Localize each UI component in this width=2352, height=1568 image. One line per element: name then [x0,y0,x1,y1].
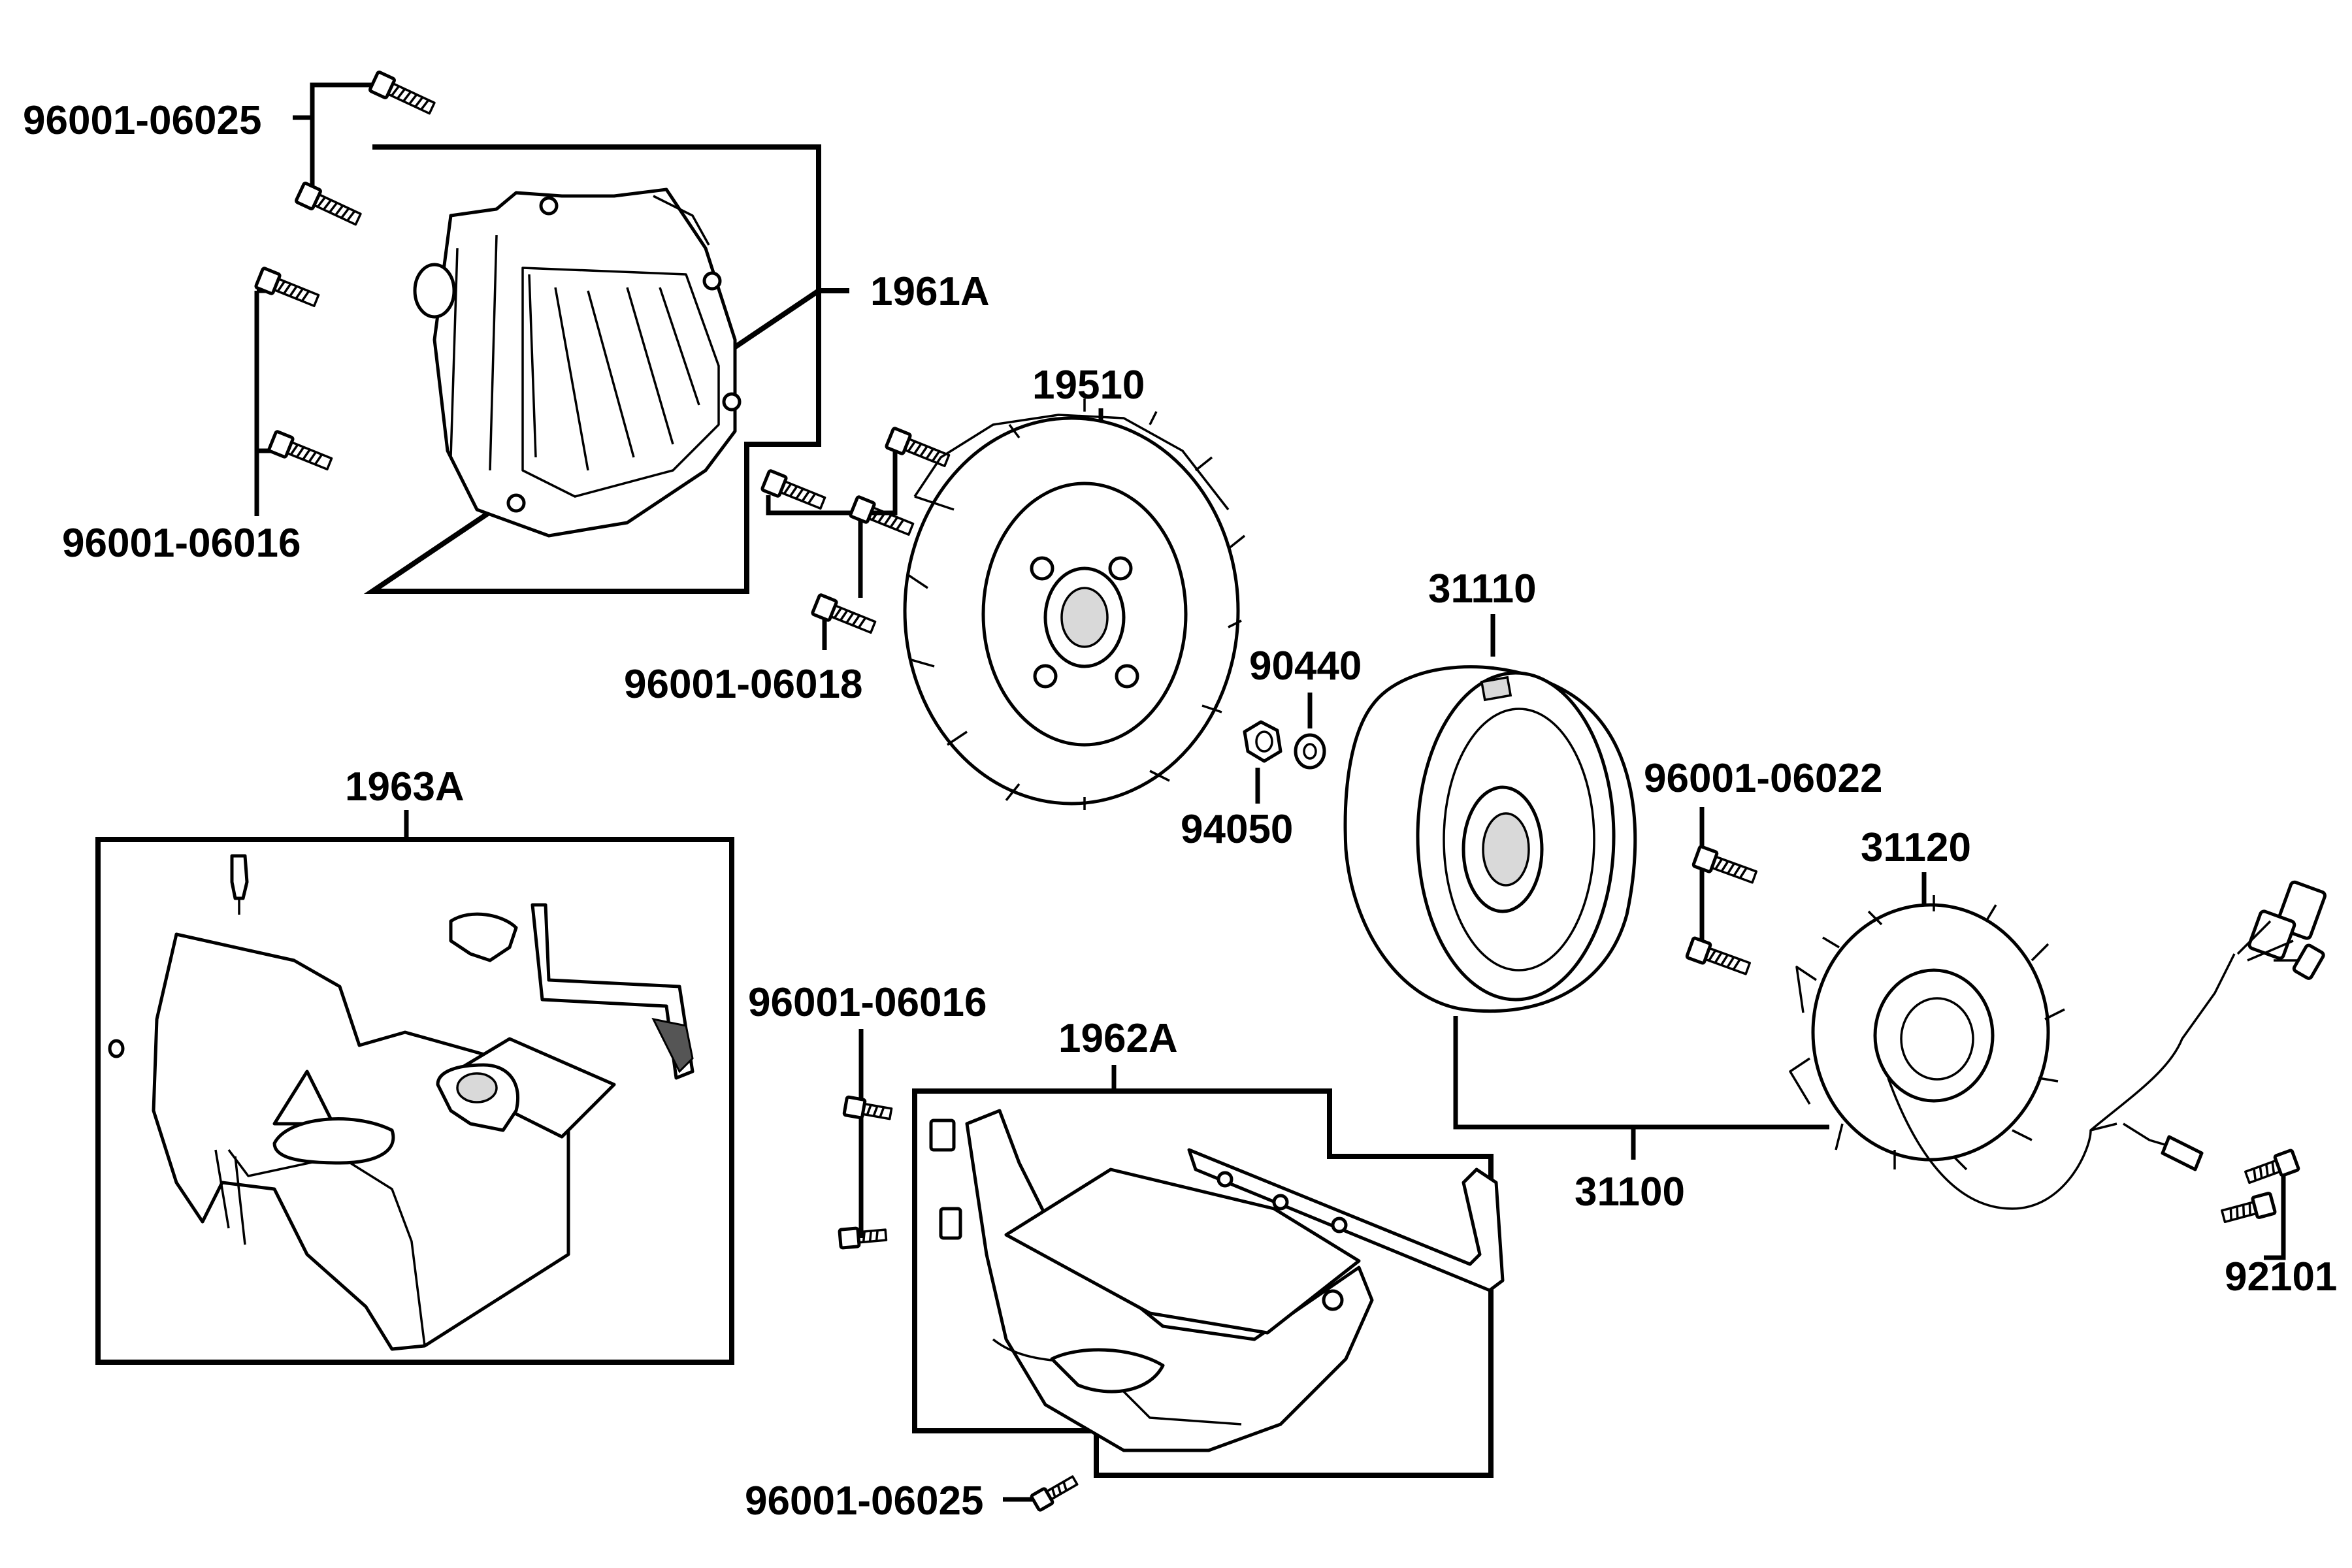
bolt-06018-3 [849,495,915,536]
shroud-1963A [108,854,694,1351]
bolt-06016-mid-2 [838,1226,888,1250]
label-90440: 90440 [1249,644,1362,689]
bolt-top-1 [368,71,436,115]
label-1961A: 1961A [870,269,990,314]
bolt-06018-1 [760,469,826,510]
label-19510: 19510 [1032,363,1145,408]
bolt-left-2 [267,430,333,471]
bolt-left-1 [254,267,320,308]
bolt-top-2 [295,182,362,226]
bolts [254,71,2300,1512]
fan-cover-1961A [413,188,742,538]
bolt-92101-2 [2221,1192,2277,1224]
label-1963A: 1963A [345,764,465,809]
label-96001-06022: 96001-06022 [1644,756,1882,801]
label-31110: 31110 [1428,566,1537,612]
bolt-06016-mid-1 [842,1095,893,1120]
nut-94050 [1243,720,1282,763]
wiring-harness [1887,880,2327,1210]
bolt-06025-bottom [1030,1475,1079,1512]
bolt-92101-1 [2244,1149,2300,1184]
label-94050: 94050 [1181,807,1293,852]
label-96001-06025-top: 96001-06025 [23,98,261,143]
bolt-06018-2 [885,427,951,468]
leader-lines [95,82,2286,1502]
label-31100: 31100 [1575,1169,1685,1215]
label-96001-06025-bottom: 96001-06025 [745,1478,983,1524]
label-96001-06016-left: 96001-06016 [62,521,301,566]
bolt-06018-4 [811,593,877,634]
rotor-31110 [1343,665,1637,1013]
label-92101: 92101 [2225,1254,2337,1299]
stator-31120 [1789,895,2065,1171]
label-1962A: 1962A [1058,1016,1178,1061]
washer-90440 [1294,733,1326,770]
cooling-fan-19510 [903,399,1246,810]
bolt-06022-1 [1691,845,1758,884]
part-labels: 96001-06025 96001-06016 1961A 19510 9600… [23,98,2337,1524]
lower-shroud-1962A [929,1109,1505,1452]
bolt-06022-2 [1685,936,1752,975]
label-31120: 31120 [1861,825,1971,870]
label-96001-06018: 96001-06018 [624,662,862,707]
label-96001-06016-mid: 96001-06016 [748,980,987,1025]
